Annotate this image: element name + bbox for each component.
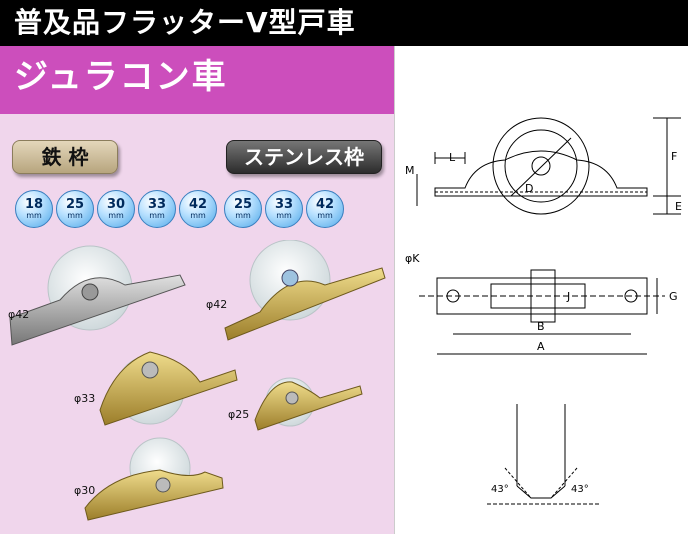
product-subtitle: ジュラコン車 bbox=[14, 57, 228, 97]
dim-E: E bbox=[675, 200, 682, 213]
subtitle-band bbox=[0, 46, 394, 114]
header-bar: 普及品フラッターV型戸車 bbox=[0, 0, 688, 46]
product-stainless-42 bbox=[224, 240, 386, 341]
dimension-diagram: L M D F E φK J G B A 43 bbox=[405, 117, 682, 505]
iron-frame-tag: 鉄 枠 bbox=[12, 140, 118, 174]
dim-J: J bbox=[566, 290, 570, 303]
groove-angle-left: 43° bbox=[491, 484, 509, 495]
product-30 bbox=[84, 437, 224, 521]
product-iron-42 bbox=[9, 245, 186, 346]
groove-detail bbox=[487, 404, 599, 505]
product-label: φ30 bbox=[74, 484, 96, 497]
top-view bbox=[419, 269, 665, 355]
product-label: φ25 bbox=[228, 408, 250, 421]
groove-angle-right: 43° bbox=[571, 484, 589, 495]
product-label: φ42 bbox=[206, 298, 228, 311]
technical-drawing-panel: L M D F E φK J G B A 43 bbox=[394, 46, 688, 534]
dim-M: M bbox=[405, 164, 415, 177]
dim-L: L bbox=[449, 151, 456, 164]
product-label: φ42 bbox=[8, 308, 30, 321]
dim-B: B bbox=[537, 320, 545, 333]
product-25 bbox=[254, 377, 363, 431]
dim-D: D bbox=[525, 182, 533, 195]
page-title: 普及品フラッターV型戸車 bbox=[14, 6, 356, 39]
product-illustrations bbox=[9, 240, 386, 521]
product-label: φ33 bbox=[74, 392, 96, 405]
dim-G: G bbox=[669, 290, 678, 303]
product-33 bbox=[99, 351, 238, 426]
dim-K: φK bbox=[405, 252, 420, 265]
side-view bbox=[416, 117, 681, 215]
dim-F: F bbox=[671, 150, 677, 163]
stainless-frame-tag: ステンレス枠 bbox=[226, 140, 382, 174]
dim-A: A bbox=[537, 340, 545, 353]
